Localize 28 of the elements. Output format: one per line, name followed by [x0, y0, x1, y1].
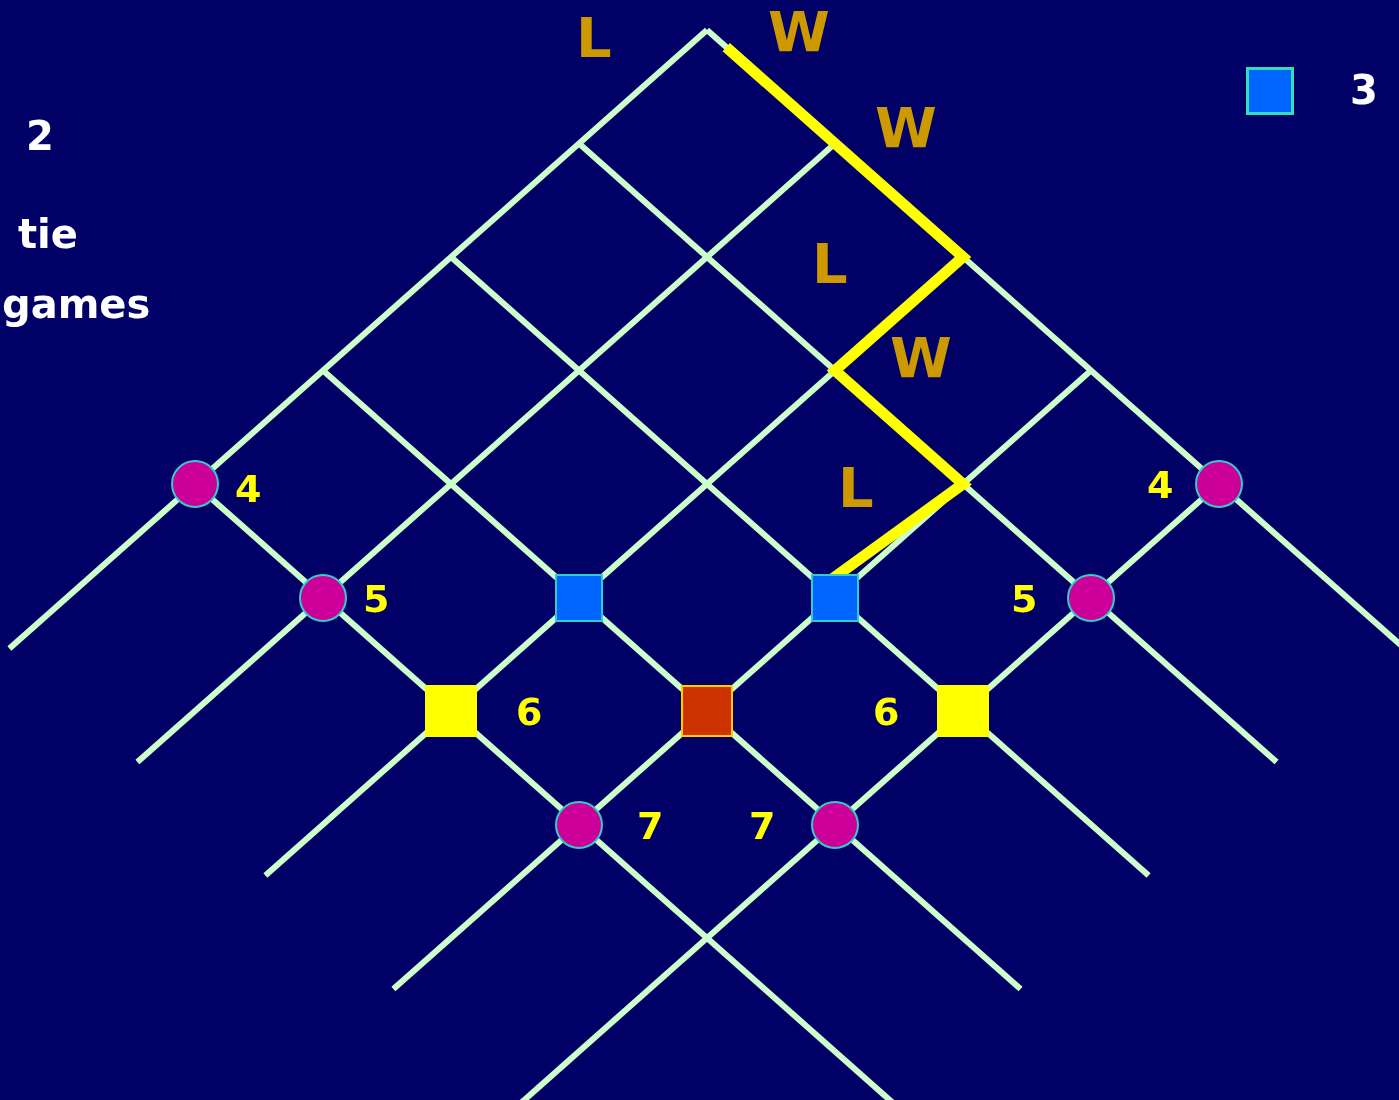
- marker-circle: [811, 800, 859, 849]
- note-text: 2: [26, 116, 54, 156]
- marker-circle: [1067, 573, 1115, 622]
- count-number: 6: [516, 693, 543, 731]
- marker-square: [555, 573, 603, 622]
- marker-square: [425, 685, 477, 737]
- count-number: 4: [235, 470, 262, 508]
- loss-letter: L: [576, 10, 612, 66]
- win-letter: W: [768, 4, 830, 60]
- count-number: 7: [637, 806, 664, 845]
- count-number: 6: [873, 693, 900, 731]
- win-letter: W: [890, 330, 952, 386]
- count-number: 7: [749, 806, 776, 845]
- count-number: 5: [363, 579, 390, 618]
- legend-text: 3: [1350, 70, 1378, 110]
- marker-circle: [171, 460, 219, 508]
- loss-letter: L: [838, 460, 874, 516]
- count-number: 5: [1011, 579, 1038, 618]
- marker-square: [681, 685, 733, 737]
- loss-letter: L: [812, 236, 848, 292]
- marker-circle: [555, 800, 603, 849]
- marker-circle: [299, 573, 347, 622]
- marker-square: [937, 685, 989, 737]
- marker-circle: [1195, 460, 1243, 508]
- count-number: 4: [1147, 466, 1174, 504]
- note-text: tie: [18, 214, 78, 254]
- marker-square: [811, 573, 859, 622]
- win-letter: W: [875, 100, 937, 156]
